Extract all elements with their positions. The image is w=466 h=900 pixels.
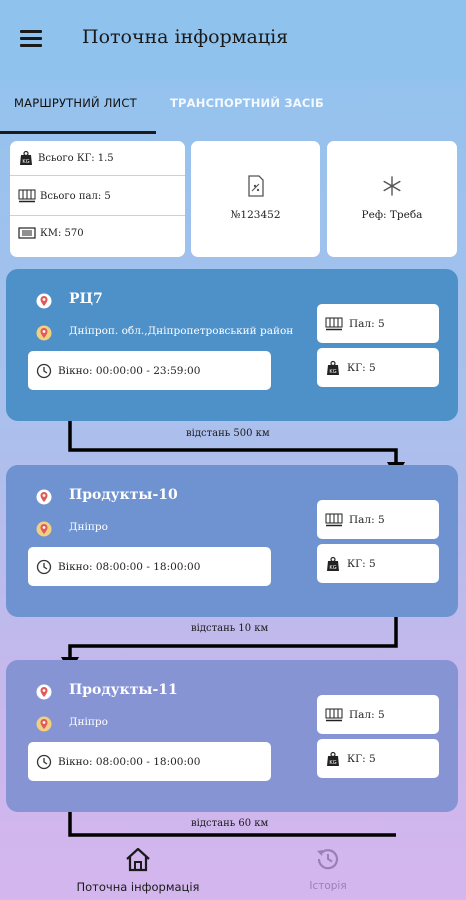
total-pal-text: Всього пал: 5 [40, 190, 111, 202]
home-icon [126, 847, 150, 872]
stop-address: Дніпро [69, 521, 108, 533]
time-window: Вікно: 00:00:00 - 23:59:00 [28, 351, 271, 390]
pallet-count: Пал: 5 [317, 500, 439, 539]
weight-count: KG КГ: 5 [317, 348, 439, 387]
pallet-count: Пал: 5 [317, 304, 439, 343]
weight-icon: KG [327, 556, 339, 571]
time-window-text: Вікно: 00:00:00 - 23:59:00 [58, 364, 201, 377]
pallet-count-text: Пал: 5 [349, 317, 385, 330]
stop-card-3[interactable]: Продукты-11 Дніпро Вікно: 08:00:00 - 18:… [6, 660, 458, 812]
pallet-icon [18, 189, 36, 203]
km-row: КМ: 570 [18, 227, 84, 239]
location-pin-icon [36, 489, 52, 505]
nav-history-label: Історія [309, 880, 347, 892]
distance-label: відстань 500 км [186, 428, 270, 439]
svg-text:KG: KG [329, 760, 336, 766]
snowflake-icon [383, 176, 401, 196]
stop-name: РЦ7 [69, 291, 103, 307]
pallet-icon [325, 708, 343, 721]
address-icon [36, 716, 52, 732]
bottom-navigation: Поточна інформація Історія [0, 838, 466, 900]
location-pin-icon [36, 293, 52, 309]
total-kg-text: Всього КГ: 1.5 [38, 152, 114, 164]
history-icon [317, 849, 339, 870]
distance-label: відстань 60 км [191, 818, 269, 829]
weight-count: KG КГ: 5 [317, 739, 439, 778]
weight-icon: KG [327, 360, 339, 375]
summary-card: KG Всього КГ: 1.5 Всього пал: 5 КМ: 570 [10, 141, 185, 257]
svg-text:KG: KG [329, 369, 336, 375]
stop-address: Дніпроп. обл.,Дніпропетровський район [69, 325, 294, 337]
total-pal-row: Всього пал: 5 [18, 189, 111, 203]
time-window: Вікно: 08:00:00 - 18:00:00 [28, 742, 271, 781]
weight-icon: KG [327, 751, 339, 766]
tab-route-sheet[interactable]: МАРШРУТНИЙ ЛИСТ [14, 96, 137, 110]
location-pin-icon [36, 684, 52, 700]
svg-text:KG: KG [329, 565, 336, 571]
weight-count-text: КГ: 5 [347, 557, 376, 570]
pallet-icon [325, 513, 343, 526]
nav-history[interactable]: Історія [270, 846, 386, 892]
km-text: КМ: 570 [40, 227, 84, 239]
distance-label: відстань 10 км [191, 623, 269, 634]
hamburger-icon[interactable] [20, 30, 46, 50]
total-kg-row: KG Всього КГ: 1.5 [18, 150, 114, 166]
vehicle-number-card[interactable]: №123452 [191, 141, 320, 257]
clock-icon [36, 559, 52, 574]
active-tab-indicator [0, 131, 156, 134]
svg-text:KG: KG [22, 159, 29, 165]
weight-count: KG КГ: 5 [317, 544, 439, 583]
time-window-text: Вікно: 08:00:00 - 18:00:00 [58, 560, 201, 573]
weight-count-text: КГ: 5 [347, 361, 376, 374]
vehicle-number-text: №123452 [230, 209, 281, 221]
stop-name: Продукты-10 [69, 487, 178, 503]
stop-name: Продукты-11 [69, 682, 178, 698]
address-icon [36, 521, 52, 537]
weight-count-text: КГ: 5 [347, 752, 376, 765]
nav-current-info[interactable]: Поточна інформація [70, 846, 206, 894]
document-icon [247, 175, 264, 197]
weight-icon: KG [20, 150, 32, 165]
clock-icon [36, 754, 52, 769]
odometer-icon [18, 227, 36, 239]
divider [10, 175, 185, 176]
nav-current-info-label: Поточна інформація [76, 880, 200, 894]
time-window: Вікно: 08:00:00 - 18:00:00 [28, 547, 271, 586]
reefer-text: Реф: Треба [361, 209, 423, 221]
clock-icon [36, 363, 52, 378]
tab-vehicle[interactable]: ТРАНСПОРТНИЙ ЗАСІБ [170, 96, 324, 110]
reefer-card[interactable]: Реф: Треба [327, 141, 457, 257]
pallet-count-text: Пал: 5 [349, 513, 385, 526]
stop-card-2[interactable]: Продукты-10 Дніпро Вікно: 08:00:00 - 18:… [6, 465, 458, 617]
pallet-count-text: Пал: 5 [349, 708, 385, 721]
stop-card-1[interactable]: РЦ7 Дніпроп. обл.,Дніпропетровський райо… [6, 269, 458, 421]
page-title: Поточна інформація [82, 26, 289, 48]
time-window-text: Вікно: 08:00:00 - 18:00:00 [58, 755, 201, 768]
pallet-icon [325, 317, 343, 330]
tab-bar: МАРШРУТНИЙ ЛИСТ ТРАНСПОРТНИЙ ЗАСІБ [0, 80, 466, 134]
pallet-count: Пал: 5 [317, 695, 439, 734]
divider [10, 215, 185, 216]
stop-address: Дніпро [69, 716, 108, 728]
address-icon [36, 325, 52, 341]
app-header: Поточна інформація [0, 0, 466, 80]
